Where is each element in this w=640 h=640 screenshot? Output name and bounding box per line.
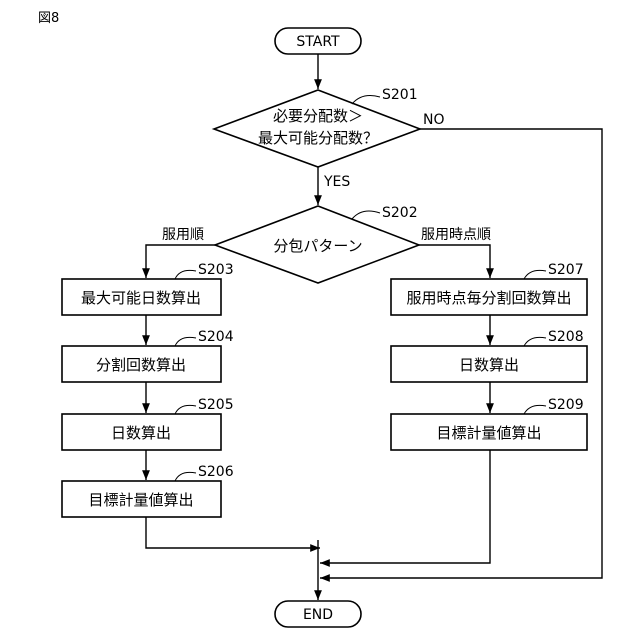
- s209-step-label: S209: [548, 397, 584, 413]
- connector-s206-merge: [146, 517, 320, 548]
- connector-s202-right: [419, 245, 490, 278]
- s204-step-label: S204: [198, 329, 234, 345]
- s206-step-label: S206: [198, 464, 234, 480]
- s208-leader: [524, 337, 546, 346]
- connector-s209-merge: [320, 450, 490, 563]
- s204-leader: [175, 337, 196, 346]
- s201-leader: [352, 96, 380, 104]
- s206-leader: [175, 472, 196, 481]
- s207-leader: [524, 270, 546, 279]
- s204-text: 分割回数算出: [96, 356, 186, 374]
- end-label: END: [303, 607, 333, 623]
- s201-text-line1: 必要分配数＞: [273, 107, 363, 125]
- yes-label: YES: [323, 174, 350, 190]
- s203-step-label: S203: [198, 262, 234, 278]
- s203-text: 最大可能日数算出: [81, 289, 201, 307]
- s205-text: 日数算出: [111, 424, 171, 442]
- s202-leader: [352, 211, 380, 219]
- right-branch-label: 服用時点順: [421, 227, 491, 243]
- s208-text: 日数算出: [459, 356, 519, 374]
- s205-step-label: S205: [198, 397, 234, 413]
- s201-text-line2: 最大可能分配数？: [258, 129, 378, 147]
- s202-step-label: S202: [382, 205, 418, 221]
- s201-step-label: S201: [382, 87, 418, 103]
- start-label: START: [296, 34, 340, 50]
- s209-text: 目標計量値算出: [436, 424, 541, 442]
- s207-text: 服用時点毎分割回数算出: [406, 289, 571, 307]
- figure-label: 図8: [38, 11, 59, 26]
- s203-leader: [175, 270, 196, 279]
- s209-leader: [524, 405, 546, 414]
- s205-leader: [175, 405, 196, 414]
- s208-step-label: S208: [548, 329, 584, 345]
- s202-text: 分包パターン: [273, 237, 362, 255]
- no-label: NO: [423, 112, 445, 128]
- s206-text: 目標計量値算出: [88, 491, 193, 509]
- left-branch-label: 服用順: [162, 227, 204, 243]
- s207-step-label: S207: [548, 262, 584, 278]
